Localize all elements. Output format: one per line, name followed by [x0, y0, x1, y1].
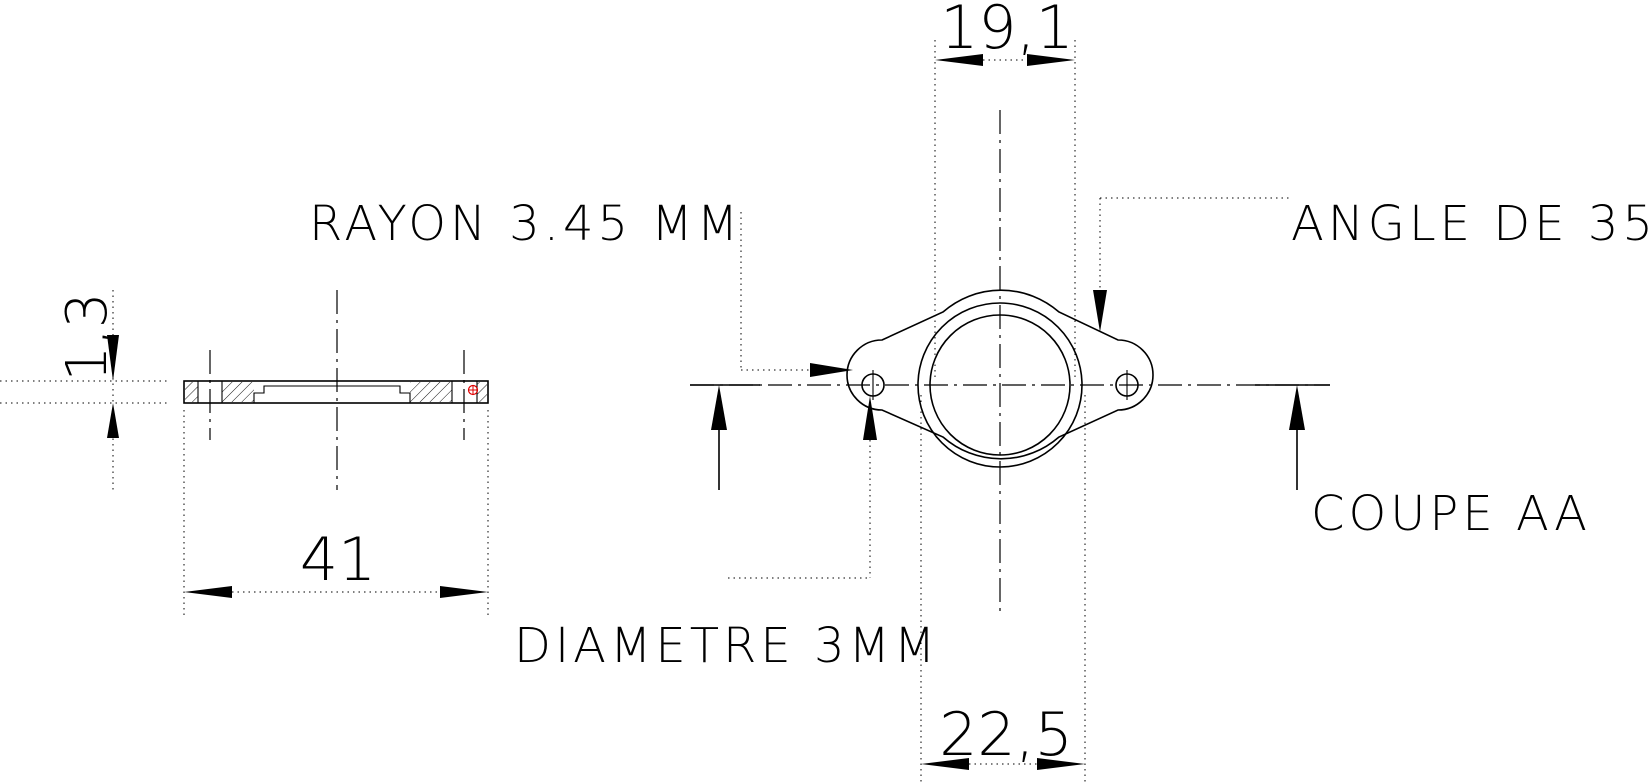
- rayon-label: RAYON 3.45 MM: [309, 196, 742, 252]
- side-recess-profile: [253, 385, 411, 403]
- dimension-1-3: 1,3: [0, 290, 170, 490]
- dimension-41-label: 41: [300, 525, 376, 595]
- front-flange-view: [690, 110, 1330, 615]
- dimension-22-5-label: 22,5: [939, 700, 1073, 770]
- hatch-right-outer: [477, 382, 487, 402]
- hatch-left-outer: [185, 382, 198, 402]
- flange-outline: [846, 289, 1154, 460]
- dimension-19-1-label: 19,1: [940, 0, 1074, 63]
- hatch-left-inner: [222, 382, 254, 402]
- dimension-1-3-label: 1,3: [55, 292, 120, 381]
- diametre-leader: DIAMETRE 3MM: [514, 396, 939, 674]
- section-marker-right: [1255, 384, 1330, 490]
- side-body-outline: [183, 380, 489, 404]
- dimension-22-5: 22,5: [920, 395, 1086, 784]
- diametre-label: DIAMETRE 3MM: [514, 618, 939, 674]
- section-marker-left: [690, 384, 760, 490]
- hatch-right-inner: [410, 382, 452, 402]
- dimension-19-1: 19,1: [934, 0, 1076, 380]
- side-section-view: [183, 290, 489, 490]
- red-marker-icon: [467, 384, 479, 396]
- angle-leader: ANGLE DE 35°: [1093, 196, 1652, 332]
- angle-label: ANGLE DE 35°: [1291, 196, 1652, 252]
- flange-bore-circle: [929, 314, 1071, 456]
- flange-outer-circle: [917, 302, 1083, 468]
- dimension-41: 41: [183, 410, 489, 615]
- rayon-leader: RAYON 3.45 MM: [309, 196, 853, 377]
- coupe-label: COUPE AA: [1311, 486, 1591, 542]
